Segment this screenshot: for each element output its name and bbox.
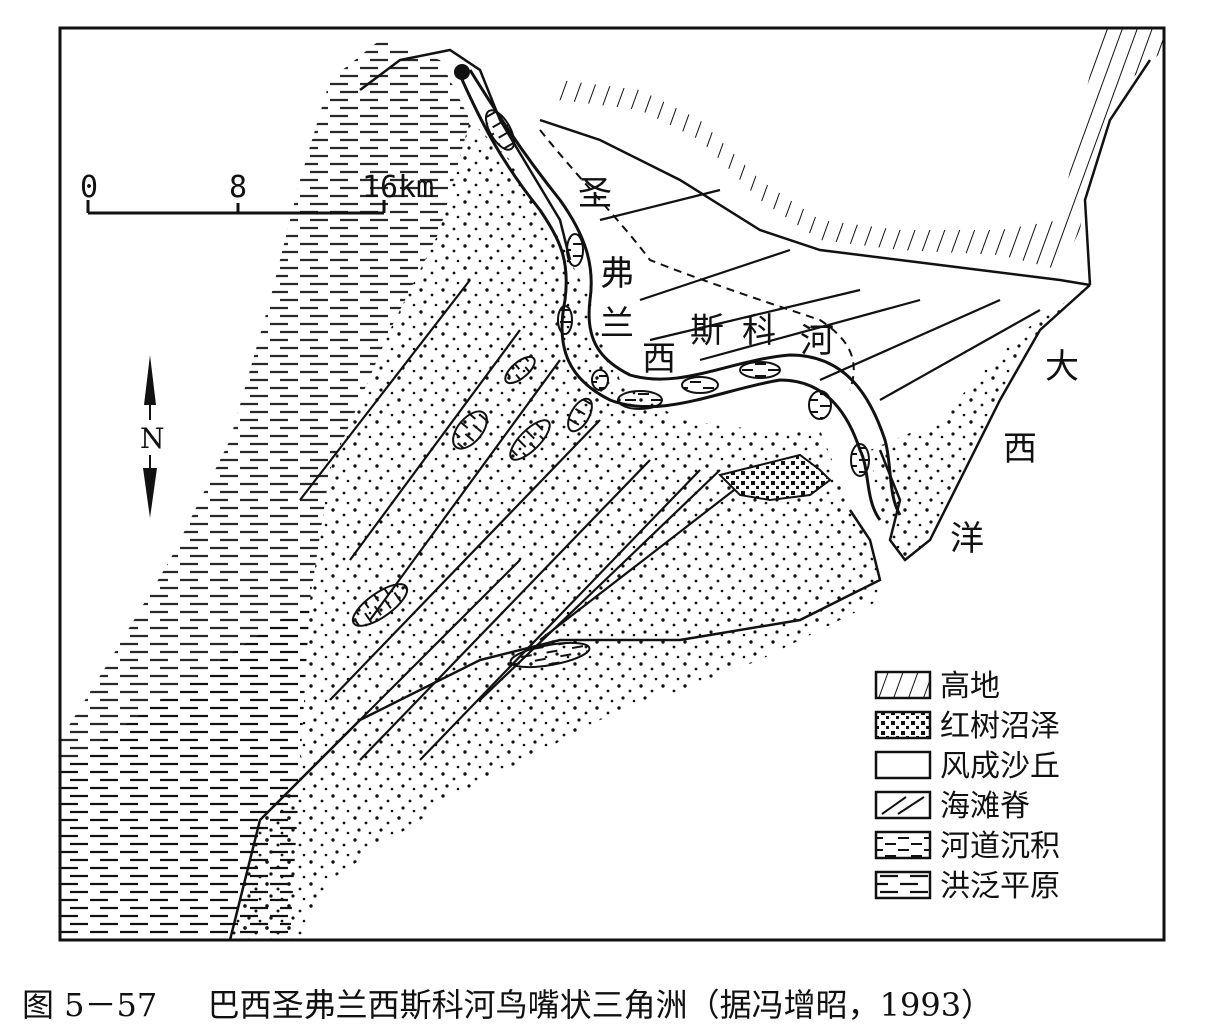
coastline-south [228,509,882,940]
beach-plain-east [870,285,1090,560]
ocean-label-char-3: 洋 [950,519,984,559]
scale-tick-8: 8 [229,170,247,205]
legend-item-dune: 风成沙丘 [874,749,1060,784]
beach-ridge-swatch-icon [874,790,932,820]
beach-ridge-lines [299,188,1041,781]
floodplain-area [60,600,310,940]
beach-strip-south [230,580,880,940]
river-source-dot [454,64,470,80]
floodplain-swatch-icon [874,870,932,900]
scale-tick-0: 0 [80,170,98,205]
floodplain-west [60,40,470,770]
river-bank-east [458,74,882,521]
river-label-char-5: 斯 [690,311,724,351]
river-label-char-7: 河 [800,321,834,361]
figure-title: 巴西圣弗兰西斯科河鸟嘴状三角洲（据冯增昭，1993） [207,986,994,1024]
river-label-char-2: 弗 [600,254,634,294]
legend-label: 海滩脊 [940,789,1030,824]
ocean-label: 大 西 洋 [950,347,1079,559]
legend-item-beach-ridge: 海滩脊 [874,789,1030,824]
legend: 高地 红树沼泽 风成沙丘 海滩脊 河道沉积 洪泛平原 [874,669,1060,904]
coastline-east [878,284,1091,562]
river-bank-west [468,69,902,516]
river-label-char-3: 兰 [600,304,634,344]
legend-label: 红树沼泽 [940,709,1060,744]
coastline-north [359,48,572,261]
legend-item-channel: 河道沉积 [874,829,1060,864]
channel-bars [351,109,870,669]
legend-item-mangrove: 红树沼泽 [874,709,1060,744]
legend-item-highland: 高地 [874,669,1000,704]
river-label-char-6: 科 [742,311,776,351]
river-label: 圣 弗 兰 西 斯 科 河 [578,174,834,379]
highland-area [540,28,1164,270]
north-arrow-tail-icon [143,468,157,518]
scale-tick-16: 16km [362,170,434,205]
highland-edge [539,118,1091,287]
legend-label: 风成沙丘 [940,749,1060,784]
river-label-char-1: 圣 [578,174,612,214]
highland-swatch-icon [874,670,932,700]
north-arrow: N [140,355,165,518]
legend-label: 洪泛平原 [940,869,1060,904]
channel-swatch-icon [874,830,932,860]
mangrove-swatch-icon [874,710,932,740]
river-label-char-4: 西 [642,339,676,379]
figure-caption: 图 5－57 巴西圣弗兰西斯科河鸟嘴状三角洲（据冯增昭，1993） [0,980,1218,1024]
dune-area [540,120,1090,450]
dune-boundary-dashed [539,129,855,391]
figure-number: 图 5－57 [22,986,158,1024]
ocean-label-char-1: 大 [1045,347,1079,387]
legend-label: 河道沉积 [940,829,1060,864]
mangrove-patch [718,453,832,502]
north-arrow-up-icon [144,355,156,405]
legend-item-floodplain: 洪泛平原 [874,869,1060,904]
ocean-label-char-2: 西 [1003,429,1037,469]
legend-label: 高地 [940,669,1000,704]
beach-plain-west [230,120,880,940]
dune-swatch-icon [874,750,932,780]
delta-map: 0 8 16km N 圣 弗 兰 西 斯 科 河 大 西 洋 高地 红树沼泽 [58,26,1166,942]
north-label: N [140,422,165,455]
scale-bar: 0 8 16km [80,170,434,215]
highland-edge-east [1083,59,1152,286]
